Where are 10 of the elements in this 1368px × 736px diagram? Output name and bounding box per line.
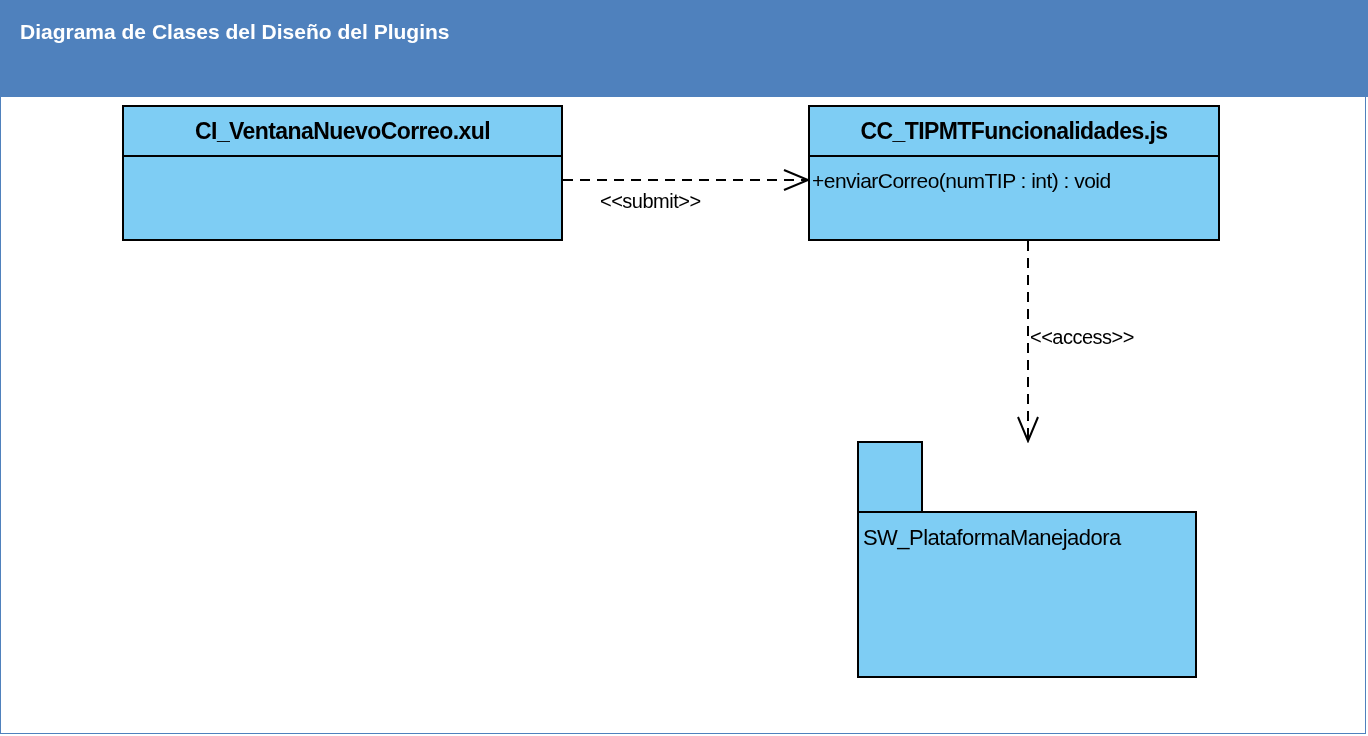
dependency-arrow <box>1017 240 1039 442</box>
class-operation: +enviarCorreo(numTIP : int) : void <box>812 168 1112 194</box>
dependency-arrow <box>562 169 809 191</box>
title: Diagrama de Clases del Diseño del Plugins <box>20 19 450 45</box>
class-box <box>122 105 563 241</box>
package-name: SW_PlataformaManejadora <box>863 524 1123 552</box>
class-name: CC_TIPMTFuncionalidades.js <box>860 116 1168 146</box>
class-box <box>808 105 1220 241</box>
package-symbol <box>857 441 1197 678</box>
class-name: CI_VentanaNuevoCorreo.xul <box>195 116 490 146</box>
